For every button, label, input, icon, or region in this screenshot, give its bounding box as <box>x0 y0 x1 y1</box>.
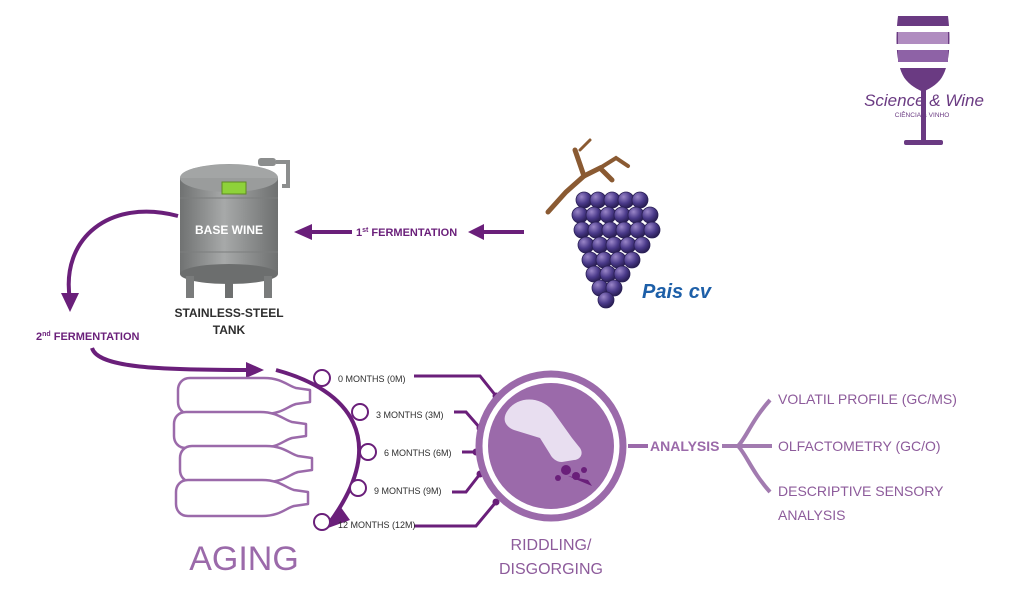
timepoint-connector <box>414 374 498 397</box>
grape-berry <box>599 265 617 283</box>
timepoint-label: 9 MONTHS (9M) <box>374 486 442 496</box>
grape-berry <box>599 206 617 224</box>
analysis-output-3-line2: ANALYSIS <box>778 507 845 523</box>
inverted-bottle-icon <box>504 399 592 486</box>
grape-berry <box>617 191 635 209</box>
grape-berry <box>571 206 589 224</box>
timepoint-marker <box>349 479 367 497</box>
wine-bottle-icon <box>172 410 308 450</box>
grape-berry <box>587 221 605 239</box>
grape-berry <box>597 291 615 309</box>
grape-berry <box>575 191 593 209</box>
grape-berry <box>595 251 613 269</box>
analysis-label: ANALYSIS <box>650 438 720 454</box>
timepoint-marker <box>313 369 331 387</box>
science-wine-logo: Science & Wine CIÊNCIA & VINHO <box>864 16 984 145</box>
second-fermentation-label: 2nd FERMENTATION <box>36 331 140 343</box>
analysis-output-1: VOLATIL PROFILE (GC/MS) <box>778 391 957 407</box>
grape-berry <box>585 265 603 283</box>
grape-berry <box>619 236 637 254</box>
timepoint-marker <box>313 513 331 531</box>
analysis-output-3-line1: DESCRIPTIVE SENSORY <box>778 483 944 499</box>
grape-berry <box>629 221 647 239</box>
grape-label: Pais cv <box>642 281 713 303</box>
timepoint-label: 0 MONTHS (0M) <box>338 374 406 384</box>
grape-berry <box>581 251 599 269</box>
timepoint-marker <box>359 443 377 461</box>
timepoint-connector-dot <box>492 498 500 506</box>
stainless-steel-tank-icon: BASE WINE <box>180 158 290 298</box>
wine-bottle-icon <box>174 478 310 518</box>
grape-berry <box>609 251 627 269</box>
grape-berry <box>627 206 645 224</box>
wine-bottle-icon <box>178 444 314 484</box>
analysis-output-2: OLFACTOMETRY (GC/O) <box>778 438 941 454</box>
wine-glass-icon <box>896 16 950 145</box>
grape-berry <box>591 236 609 254</box>
aging-timeline-arc <box>275 368 361 524</box>
tank-screen-label: BASE WINE <box>195 223 263 237</box>
grape-berry <box>615 221 633 239</box>
grape-berry <box>605 236 623 254</box>
wine-bottle-icon <box>176 376 312 416</box>
riddling-line1: RIDDLING/ <box>511 537 592 554</box>
grape-berry <box>643 221 661 239</box>
grape-berry <box>589 191 607 209</box>
second-fermentation-arrow <box>61 209 264 378</box>
grape-berry <box>585 206 603 224</box>
first-fermentation-arrow <box>294 224 524 240</box>
timepoint-marker <box>351 403 369 421</box>
timepoint-label: 6 MONTHS (6M) <box>384 448 452 458</box>
timepoint-connector <box>454 410 482 429</box>
riddling-circle <box>475 370 627 522</box>
grape-berry <box>631 191 649 209</box>
grape-berry <box>605 279 623 297</box>
tank-caption-line2: TANK <box>213 323 246 337</box>
grape-cluster-icon <box>545 138 661 309</box>
grape-berry <box>613 206 631 224</box>
first-fermentation-label: 1st FERMENTATION <box>356 227 457 239</box>
timepoint-label: 3 MONTHS (3M) <box>376 410 444 420</box>
grape-berry <box>601 221 619 239</box>
grape-berry <box>613 265 631 283</box>
grape-berry <box>623 251 641 269</box>
grape-berry <box>603 191 621 209</box>
analysis-branches <box>722 398 772 494</box>
tank-caption-line1: STAINLESS-STEEL <box>174 306 283 320</box>
grape-berry <box>641 206 659 224</box>
timepoint-connector <box>452 473 482 494</box>
riddling-line2: DISGORGING <box>499 561 603 578</box>
aging-title: AGING <box>189 540 299 578</box>
logo-brand-text: Science & Wine <box>864 91 984 110</box>
grape-berry <box>573 221 591 239</box>
grape-berry <box>577 236 595 254</box>
grape-berry <box>633 236 651 254</box>
logo-tagline: CIÊNCIA & VINHO <box>895 110 950 119</box>
timepoint-connector <box>414 501 498 528</box>
timepoint-label: 12 MONTHS (12M) <box>338 520 416 530</box>
aging-bottles-icon <box>172 376 314 518</box>
grape-berries <box>571 191 661 309</box>
tank-screen <box>221 181 247 195</box>
